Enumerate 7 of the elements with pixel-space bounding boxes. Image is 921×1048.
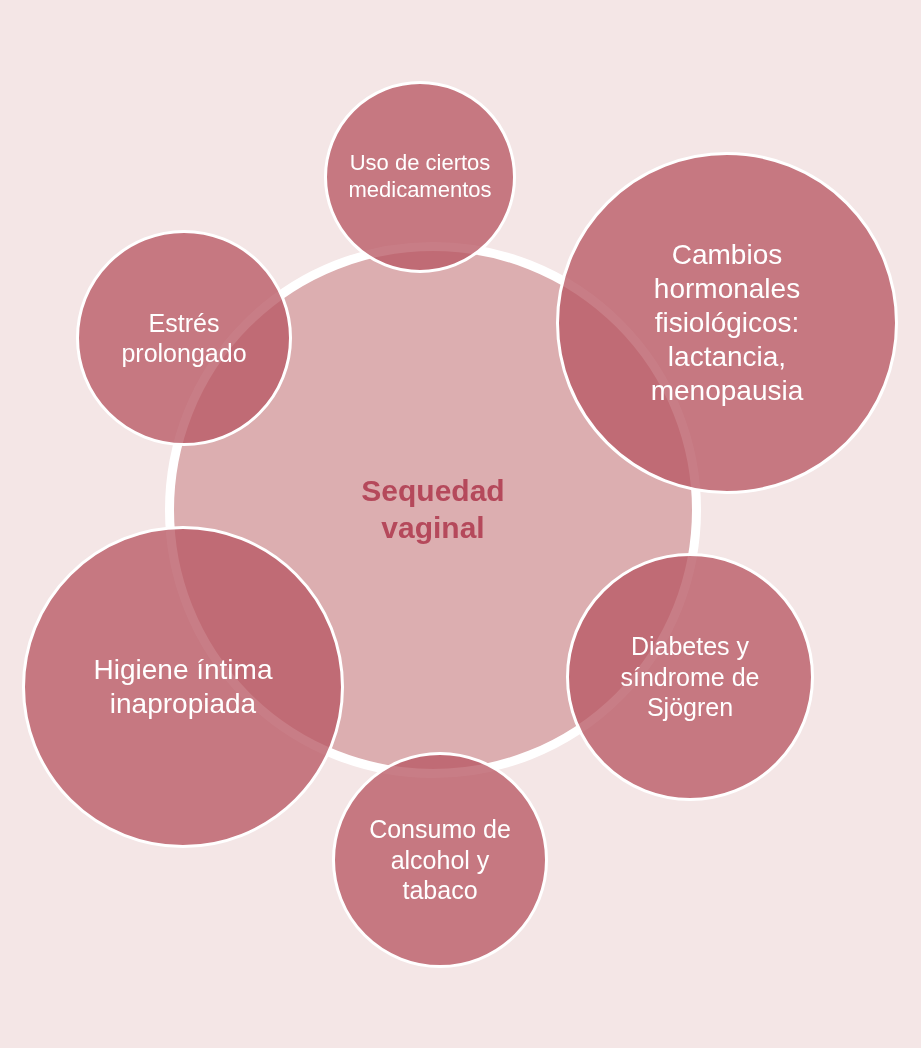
factor-label: Consumo de alcohol y tabaco: [368, 814, 512, 906]
factor-label: Cambios hormonales fisiológicos: lactancia, menopausia: [649, 237, 805, 409]
center-title: Sequedad vaginal: [360, 473, 506, 546]
factor-label: Higiene íntima inapropiada: [92, 652, 274, 721]
factor-label: Diabetes y síndrome de Sjögren: [619, 631, 761, 723]
factor-label: Estrés prolongado: [120, 307, 248, 369]
factor-label: Uso de ciertos medicamentos: [347, 150, 493, 204]
